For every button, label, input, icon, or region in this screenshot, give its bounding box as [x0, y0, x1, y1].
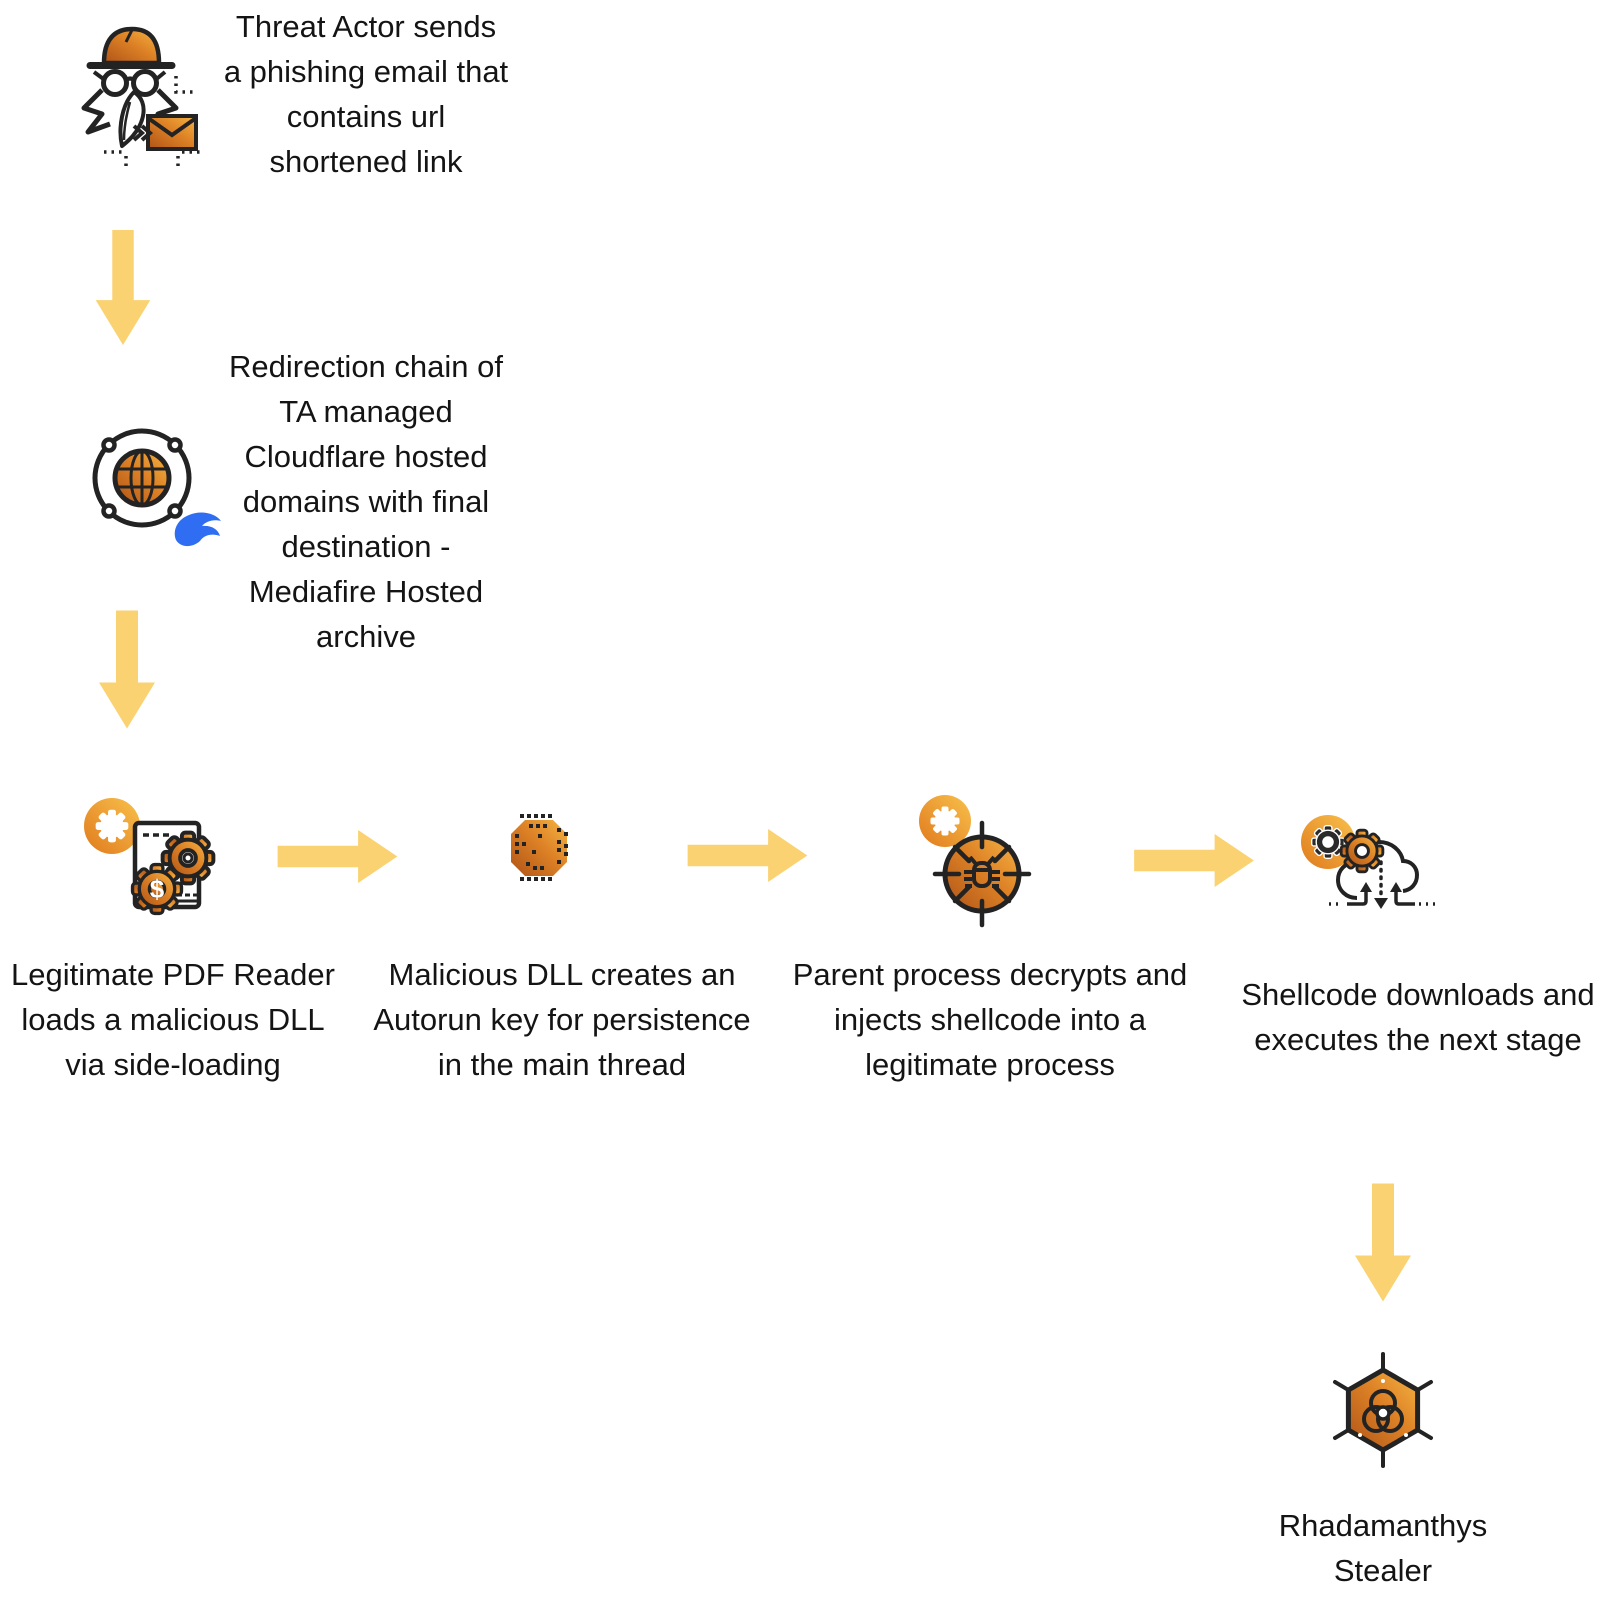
label-line: contains url [286, 99, 446, 134]
label-line: destination - [281, 529, 451, 564]
label-line: Stealer [1333, 1553, 1433, 1588]
label-line: Cloudflare hosted [244, 439, 488, 474]
label-line: a phishing email that [223, 54, 509, 89]
label-line: Shellcode downloads and [1241, 977, 1595, 1012]
label-line: Threat Actor sends [235, 9, 497, 44]
process-injection-target-bug-icon [919, 795, 1032, 928]
step-label-autorun-persistence: Malicious DLL creates an Autorun key for… [352, 952, 772, 1087]
step-label-shellcode-download: Shellcode downloads and executes the nex… [1222, 972, 1614, 1062]
label-line: executes the next stage [1254, 1022, 1582, 1057]
step-label-final-payload: Rhadamanthys Stealer [1233, 1503, 1533, 1593]
label-line: domains with final [242, 484, 490, 519]
down-arrow [95, 230, 151, 345]
threat-actor-email-icon [81, 26, 200, 168]
label-line: Legitimate PDF Reader [11, 957, 335, 992]
label-line: loads a malicious DLL [21, 1002, 325, 1037]
right-arrow [277, 830, 398, 883]
label-line: in the main thread [437, 1047, 687, 1082]
step-label-redirection-chain: Redirection chain of TA managed Cloudfla… [166, 344, 566, 659]
svg-text:$: $ [150, 874, 165, 904]
malicious-dll-chip-icon [511, 814, 568, 881]
pdf-reader-gears-icon: $ [84, 798, 214, 914]
malware-hexagon-biohazard-icon [1333, 1352, 1433, 1468]
network-redirect-mediafire-icon [92, 428, 221, 547]
label-line: Mediafire Hosted [248, 574, 484, 609]
label-line: via side-loading [65, 1047, 281, 1082]
step-label-pdf-sideloading: Legitimate PDF Reader loads a malicious … [0, 952, 346, 1087]
label-line: Redirection chain of [229, 349, 503, 384]
cloud-download-gears-icon [1301, 815, 1435, 909]
label-line: Autorun key for persistence [373, 1002, 751, 1037]
label-line: archive [316, 619, 416, 654]
down-arrow [99, 609, 155, 730]
label-line: Malicious DLL creates an [388, 957, 736, 992]
label-line: Rhadamanthys [1278, 1508, 1488, 1543]
label-line: TA managed [279, 394, 453, 429]
label-line: Parent process decrypts and [792, 957, 1188, 992]
right-arrow [687, 829, 808, 882]
step-label-shellcode-injection: Parent process decrypts and injects shel… [780, 952, 1200, 1087]
mediafire-flame-icon [174, 512, 221, 547]
label-line: legitimate process [865, 1047, 1115, 1082]
right-arrow [1133, 834, 1255, 887]
label-line: injects shellcode into a [834, 1002, 1146, 1037]
down-arrow [1355, 1183, 1411, 1302]
step-label-phishing-email: Threat Actor sends a phishing email that… [166, 4, 566, 184]
label-line: shortened link [269, 144, 463, 179]
